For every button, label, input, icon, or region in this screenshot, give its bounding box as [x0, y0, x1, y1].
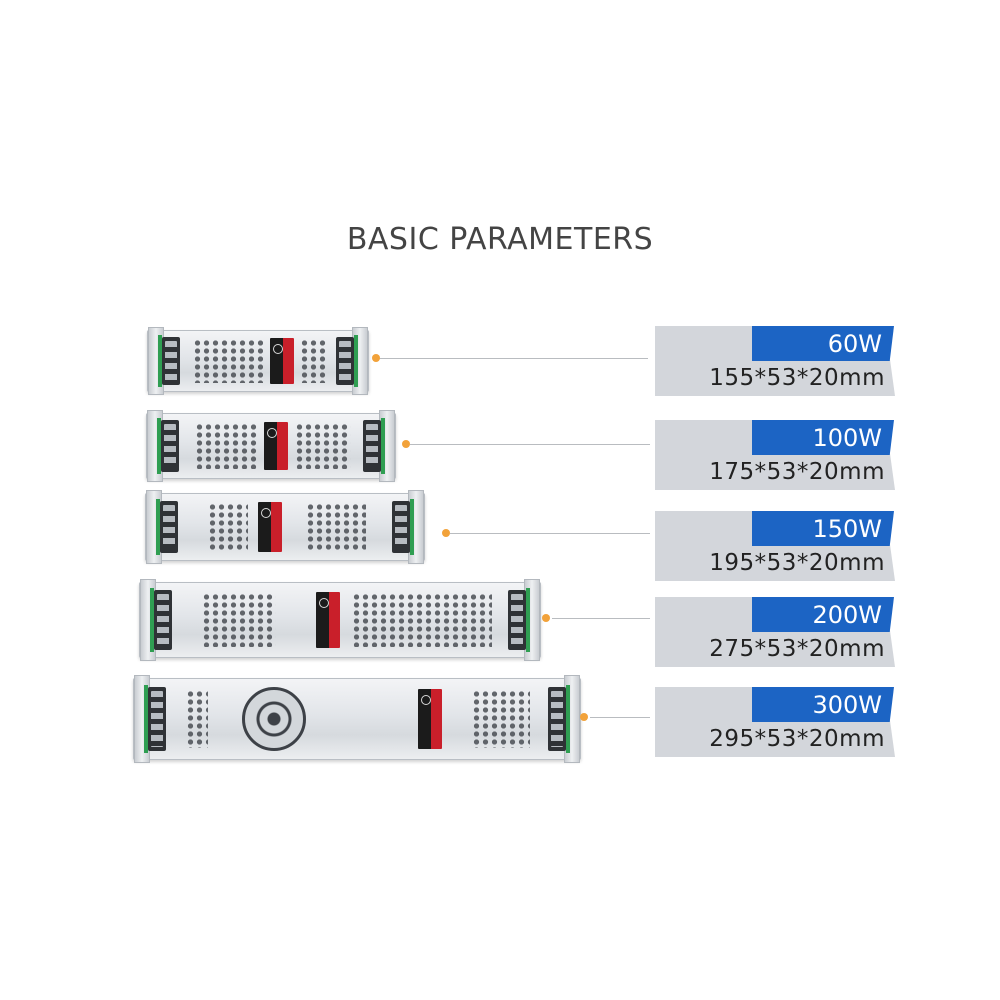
- connector-dot: [372, 354, 380, 362]
- product-label: [258, 501, 282, 553]
- vent-holes: [295, 422, 351, 470]
- product-label: [316, 591, 340, 649]
- wattage-label: 300W: [812, 691, 882, 719]
- terminal-block: [150, 588, 172, 652]
- wattage-label: 200W: [812, 601, 882, 629]
- terminal-block: [157, 418, 179, 474]
- dimension-label: 295*53*20mm: [709, 726, 885, 752]
- dimension-label: 155*53*20mm: [709, 365, 885, 391]
- wattage-label: 150W: [812, 515, 882, 543]
- wattage-label: 60W: [827, 330, 882, 358]
- terminal-block: [144, 685, 166, 753]
- vent-holes: [300, 339, 328, 383]
- vent-holes: [208, 503, 248, 551]
- vent-holes: [352, 593, 492, 647]
- product-label: [264, 421, 288, 471]
- spec-tag: 60W 155*53*20mm: [655, 326, 895, 396]
- spec-tag: 200W 275*53*20mm: [655, 597, 895, 667]
- vent-holes: [306, 503, 366, 551]
- spec-tag: 100W 175*53*20mm: [655, 420, 895, 490]
- power-supply-image: [133, 675, 581, 763]
- connector-dot: [542, 614, 550, 622]
- terminal-block: [156, 498, 178, 556]
- fan-icon: [242, 687, 306, 751]
- terminal-block: [392, 498, 414, 556]
- connector-line: [450, 533, 650, 534]
- terminal-block: [336, 335, 358, 387]
- power-supply-image: [146, 410, 396, 482]
- connector-line: [378, 358, 648, 359]
- terminal-block: [158, 335, 180, 387]
- vent-holes: [195, 422, 259, 470]
- connector-dot: [402, 440, 410, 448]
- vent-holes: [186, 690, 208, 748]
- spec-tag: 300W 295*53*20mm: [655, 687, 895, 757]
- connector-line: [590, 717, 650, 718]
- power-supply-image: [145, 490, 425, 564]
- product-label: [270, 338, 294, 384]
- dimension-label: 275*53*20mm: [709, 636, 885, 662]
- vent-holes: [193, 339, 263, 383]
- terminal-block: [363, 418, 385, 474]
- power-supply-image: [147, 327, 369, 395]
- dimension-label: 195*53*20mm: [709, 550, 885, 576]
- product-label: [418, 688, 442, 750]
- wattage-label: 100W: [812, 424, 882, 452]
- terminal-block: [508, 588, 530, 652]
- power-supply-image: [139, 579, 541, 661]
- terminal-block: [548, 685, 570, 753]
- connector-line: [410, 444, 650, 445]
- connector-dot: [442, 529, 450, 537]
- connector-line: [552, 618, 650, 619]
- page-title: BASIC PARAMETERS: [346, 222, 654, 257]
- connector-dot: [580, 713, 588, 721]
- spec-tag: 150W 195*53*20mm: [655, 511, 895, 581]
- vent-holes: [202, 593, 276, 647]
- vent-holes: [472, 690, 530, 748]
- dimension-label: 175*53*20mm: [709, 459, 885, 485]
